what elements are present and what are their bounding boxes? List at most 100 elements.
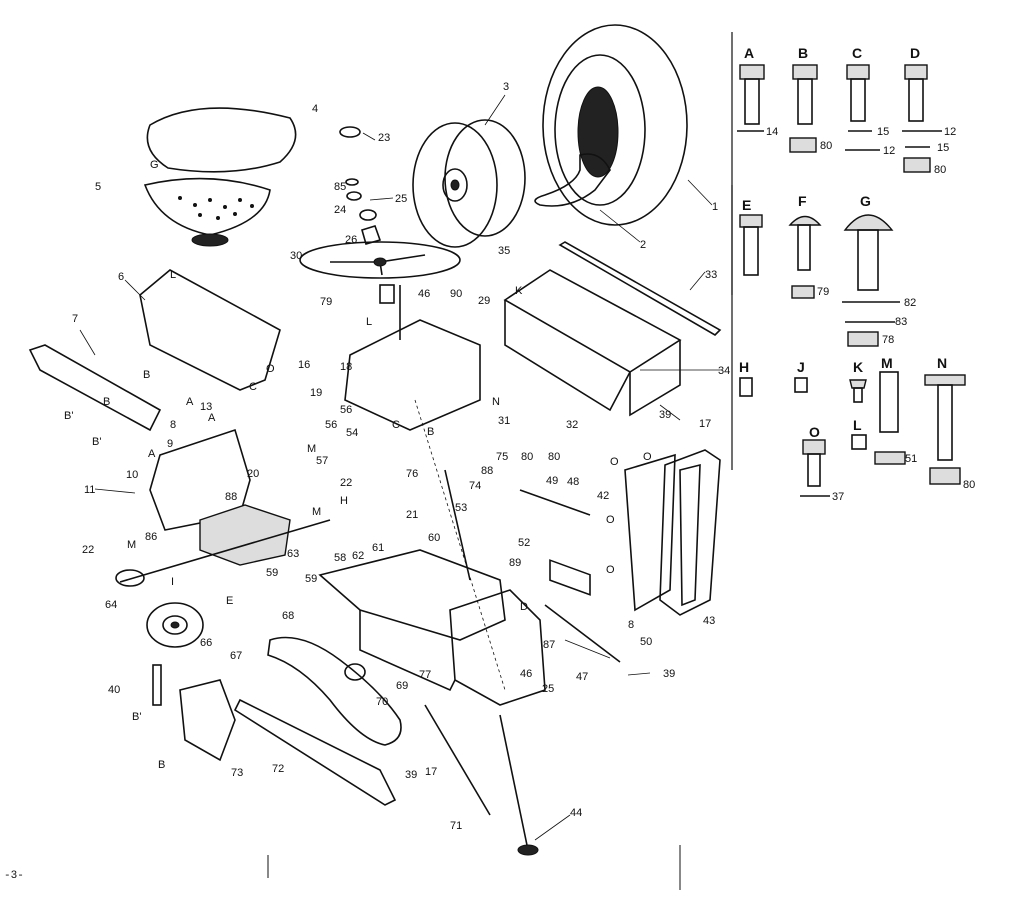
callout-53: 53 bbox=[455, 502, 467, 514]
letter-c1: C bbox=[249, 381, 257, 393]
callout-35: 35 bbox=[498, 245, 510, 257]
callout-14: 14 bbox=[766, 126, 778, 138]
callout-88a: 88 bbox=[225, 491, 237, 503]
callout-4: 4 bbox=[312, 103, 318, 115]
callout-80a: 80 bbox=[820, 140, 832, 152]
callout-78: 78 bbox=[882, 334, 894, 346]
letter-b3: B' bbox=[92, 436, 101, 448]
callout-87: 87 bbox=[543, 639, 555, 651]
callout-8b: 8 bbox=[628, 619, 634, 631]
callout-77: 77 bbox=[419, 669, 431, 681]
callout-39a: 39 bbox=[659, 409, 671, 421]
callout-31: 31 bbox=[498, 415, 510, 427]
wheel-rim bbox=[412, 119, 526, 248]
tire bbox=[534, 24, 688, 226]
callout-52: 52 bbox=[518, 537, 530, 549]
hardware-b: B bbox=[798, 45, 808, 61]
callout-12a: 12 bbox=[944, 126, 956, 138]
callout-54: 54 bbox=[346, 427, 358, 439]
steering-wheel bbox=[299, 241, 461, 279]
letter-m3: M bbox=[312, 506, 321, 518]
callout-15a: 15 bbox=[877, 126, 889, 138]
callout-80b: 80 bbox=[934, 164, 946, 176]
callout-33: 33 bbox=[705, 269, 717, 281]
letter-b7: B bbox=[427, 426, 434, 438]
hardware-m: M bbox=[881, 355, 893, 371]
callout-17b: 17 bbox=[425, 766, 437, 778]
callout-46b: 46 bbox=[520, 668, 532, 680]
callout-34: 34 bbox=[718, 365, 730, 377]
callout-39c: 39 bbox=[405, 769, 417, 781]
hardware-o: O bbox=[809, 424, 820, 440]
callout-37: 37 bbox=[832, 491, 844, 503]
letter-l: L bbox=[170, 269, 176, 281]
callout-46a: 46 bbox=[418, 288, 430, 300]
callout-90: 90 bbox=[450, 288, 462, 300]
callout-59a: 59 bbox=[266, 567, 278, 579]
callout-63: 63 bbox=[287, 548, 299, 560]
callout-2: 2 bbox=[640, 239, 646, 251]
seat bbox=[143, 107, 297, 247]
callout-22a: 22 bbox=[82, 544, 94, 556]
callout-29: 29 bbox=[478, 295, 490, 307]
hardware-k: K bbox=[853, 359, 863, 375]
callout-11: 11 bbox=[84, 484, 95, 496]
callout-30: 30 bbox=[290, 250, 302, 262]
letter-m1: M bbox=[307, 443, 316, 455]
belt bbox=[267, 636, 402, 746]
letter-o4: O bbox=[606, 514, 615, 526]
callout-86: 86 bbox=[145, 531, 157, 543]
letter-a1: A bbox=[186, 396, 194, 408]
hardware-g: G bbox=[860, 193, 871, 209]
shift-rod bbox=[544, 604, 621, 663]
hardware-n: N bbox=[937, 355, 947, 371]
idler-pulley bbox=[344, 663, 366, 681]
callout-25a: 25 bbox=[395, 193, 407, 205]
letter-b6: B bbox=[103, 396, 110, 408]
hardware-e: E bbox=[742, 197, 751, 213]
callout-75: 75 bbox=[496, 451, 508, 463]
callout-32: 32 bbox=[566, 419, 578, 431]
brake-rod bbox=[424, 704, 491, 816]
callout-79b: 79 bbox=[817, 286, 829, 298]
callout-80d: 80 bbox=[521, 451, 533, 463]
hardware-h: H bbox=[739, 359, 749, 375]
callout-57: 57 bbox=[316, 455, 328, 467]
callout-6: 6 bbox=[118, 271, 124, 283]
callout-18: 18 bbox=[340, 361, 352, 373]
hardware-c: C bbox=[852, 45, 862, 61]
letter-a3: A bbox=[148, 448, 156, 460]
callout-79a: 79 bbox=[320, 296, 332, 308]
callout-21: 21 bbox=[406, 509, 418, 521]
letter-b2: B' bbox=[64, 410, 73, 422]
callout-16: 16 bbox=[298, 359, 310, 371]
callout-56b: 56 bbox=[325, 419, 337, 431]
callout-70: 70 bbox=[376, 696, 388, 708]
callout-25b: 25 bbox=[542, 683, 554, 695]
callout-20: 20 bbox=[247, 468, 259, 480]
chassis bbox=[318, 549, 546, 706]
callout-12b: 12 bbox=[883, 145, 895, 157]
callout-23: 23 bbox=[378, 132, 390, 144]
callout-15b: 15 bbox=[937, 142, 949, 154]
pulley bbox=[146, 602, 204, 648]
callout-50: 50 bbox=[640, 636, 652, 648]
letter-i1: I bbox=[171, 576, 174, 588]
callout-66: 66 bbox=[200, 637, 212, 649]
callout-83: 83 bbox=[895, 316, 907, 328]
callout-88b: 88 bbox=[481, 465, 493, 477]
letter-o2: O bbox=[610, 456, 619, 468]
tie-rod bbox=[558, 241, 722, 337]
callout-40: 40 bbox=[108, 684, 120, 696]
steering-shaft bbox=[499, 714, 539, 856]
transmission bbox=[115, 504, 331, 587]
callout-56a: 56 bbox=[340, 404, 352, 416]
hardware-f: F bbox=[798, 193, 807, 209]
callout-72: 72 bbox=[272, 763, 284, 775]
letter-k1: K bbox=[515, 285, 523, 297]
hardware-bolts bbox=[739, 64, 966, 497]
leader-lines bbox=[79, 94, 720, 841]
hardware-l: L bbox=[853, 417, 862, 433]
hood bbox=[503, 269, 682, 596]
